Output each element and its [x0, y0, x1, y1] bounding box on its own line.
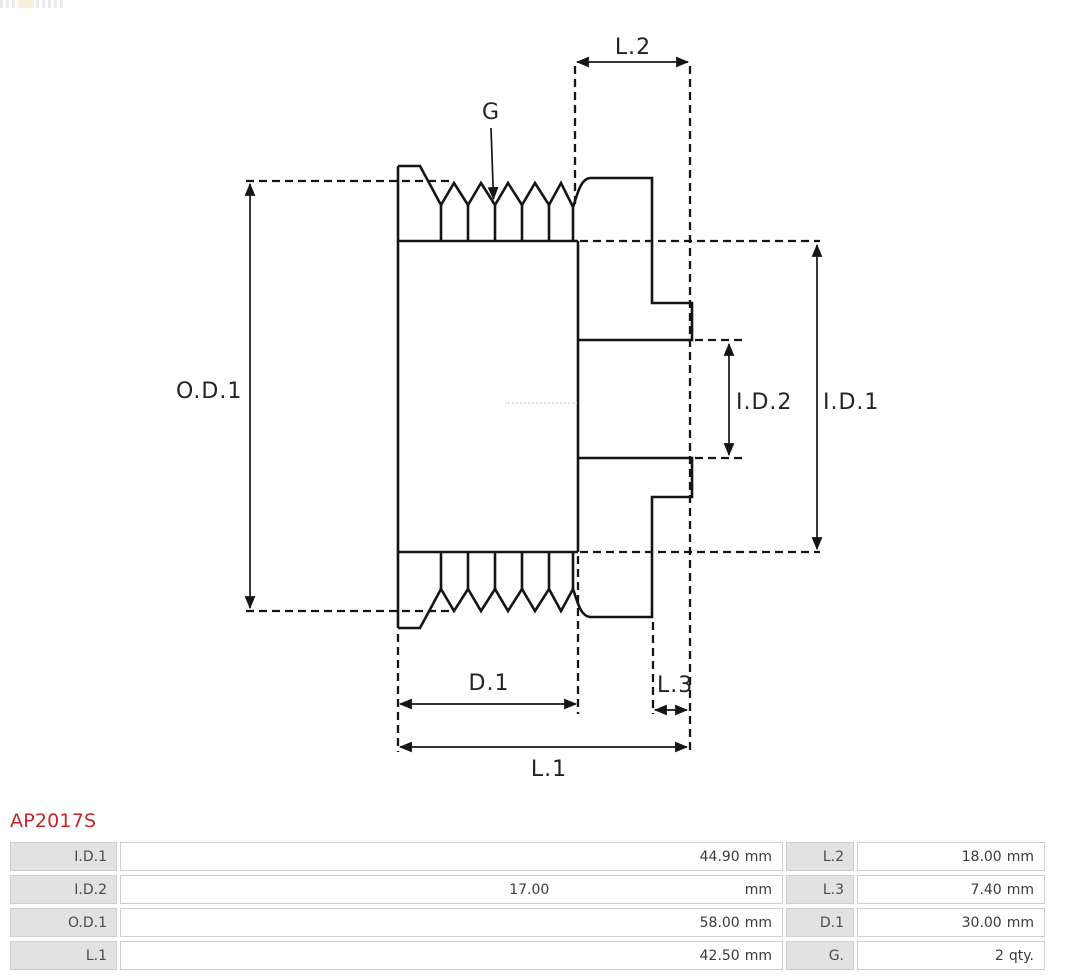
spec-value-number: 17.00: [509, 881, 550, 898]
dimension-arrows: [244, 56, 823, 753]
spec-value-unit: mm: [1006, 881, 1034, 898]
spec-value-unit: mm: [744, 881, 772, 898]
spec-value-unit: qty.: [1008, 947, 1034, 964]
spec-label-id2: I.D.2: [10, 875, 117, 904]
spec-value-g: 2 qty.: [857, 941, 1045, 970]
spec-value-number: 18.00: [961, 848, 1002, 865]
spec-value-l3: 7.40 mm: [857, 875, 1045, 904]
spec-value-number: 2: [994, 947, 1004, 964]
spec-table: I.D.1 44.90 mm L.2 18.00 mm I.D.2 17.00 …: [10, 842, 1055, 970]
spec-label-od1: O.D.1: [10, 908, 117, 937]
spec-value-number: 30.00: [961, 914, 1002, 931]
spec-label-l3: L.3: [786, 875, 854, 904]
spec-value-number: 42.50: [699, 947, 740, 964]
spec-label-l1: L.1: [10, 941, 117, 970]
dim-label-od1: O.D.1: [176, 379, 243, 404]
aspl-logo-watermark: [0, 0, 64, 8]
centerline-mark: [505, 402, 577, 404]
spec-value-unit: mm: [744, 848, 772, 865]
dim-label-id2: I.D.2: [736, 390, 793, 415]
spec-label-id1: I.D.1: [10, 842, 117, 871]
spec-value-unit: mm: [744, 947, 772, 964]
dim-label-d1: D.1: [468, 671, 510, 696]
spec-label-text: I.D.2: [74, 881, 107, 898]
pulley-drawing-canvas: [244, 56, 823, 753]
dim-label-l2: L.2: [614, 35, 652, 60]
spec-label-text: I.D.1: [74, 848, 107, 865]
spec-label-d1: D.1: [786, 908, 854, 937]
spec-value-number: 58.00: [699, 914, 740, 931]
spec-label-text: L.3: [822, 881, 844, 898]
spec-label-text: L.1: [85, 947, 107, 964]
spec-label-text: O.D.1: [67, 914, 107, 931]
spec-value-d1: 30.00 mm: [857, 908, 1045, 937]
dim-label-l3: L.3: [657, 673, 694, 698]
dim-label-id1: I.D.1: [823, 390, 880, 415]
dim-label-g: G: [481, 100, 501, 125]
spec-value-l2: 18.00 mm: [857, 842, 1045, 871]
spec-label-l2: L.2: [786, 842, 854, 871]
spec-value-unit: mm: [744, 914, 772, 931]
spec-value-unit: mm: [1006, 914, 1034, 931]
pulley-outline: [396, 164, 694, 630]
spec-value-unit: mm: [1006, 848, 1034, 865]
spec-value-id1: 44.90 mm: [120, 842, 783, 871]
extension-lines: [246, 66, 820, 752]
spec-label-g: G.: [786, 941, 854, 970]
spec-value-od1: 58.00 mm: [120, 908, 783, 937]
dim-label-l1: L.1: [530, 757, 568, 782]
spec-label-text: D.1: [819, 914, 844, 931]
pulley-technical-drawing: L.2 G O.D.1 I.D.2 I.D.1 D.1 L.3 L.1: [176, 35, 880, 782]
spec-value-number: 44.90: [699, 848, 740, 865]
groove-pointer-arrow: [487, 127, 499, 201]
spec-label-text: G.: [828, 947, 844, 964]
spec-value-id2: 17.00 mm: [120, 875, 783, 904]
spec-label-text: L.2: [822, 848, 844, 865]
part-number-title: AP2017S: [10, 810, 97, 832]
spec-value-number: 7.40: [970, 881, 1002, 898]
spec-value-l1: 42.50 mm: [120, 941, 783, 970]
